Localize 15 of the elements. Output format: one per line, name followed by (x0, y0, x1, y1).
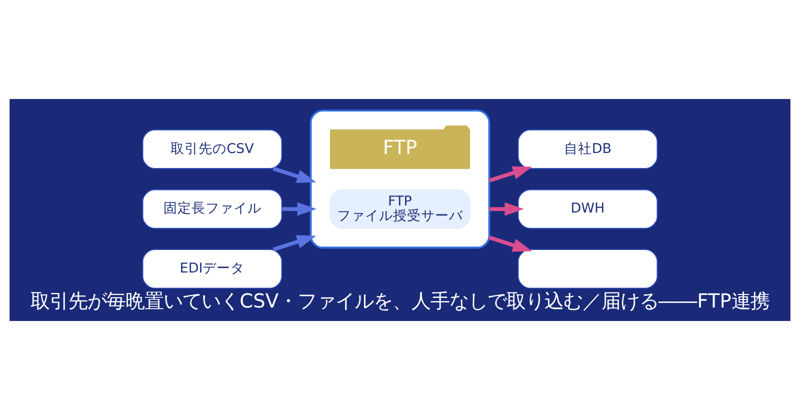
node-box: EDIデータ (142, 249, 282, 289)
node-box: DWH (518, 189, 658, 229)
arrow (489, 202, 524, 216)
node-box: 固定長ファイル (142, 189, 282, 229)
arrow (488, 236, 532, 252)
node-box: 取引先のCSV (142, 129, 282, 169)
node-box (518, 249, 658, 289)
arrow (282, 202, 317, 216)
node-box: FTP ファイル授受サーバ (330, 189, 470, 229)
arrow (272, 166, 316, 183)
arrow (272, 235, 316, 252)
cluster (310, 110, 490, 249)
arrow (488, 166, 532, 182)
node-box: 自社DB (518, 129, 658, 169)
caption: 取引先が毎晩置いていくCSV・ファイルを、人手なしで取り込む／届ける――FTP連携 (30, 289, 770, 312)
